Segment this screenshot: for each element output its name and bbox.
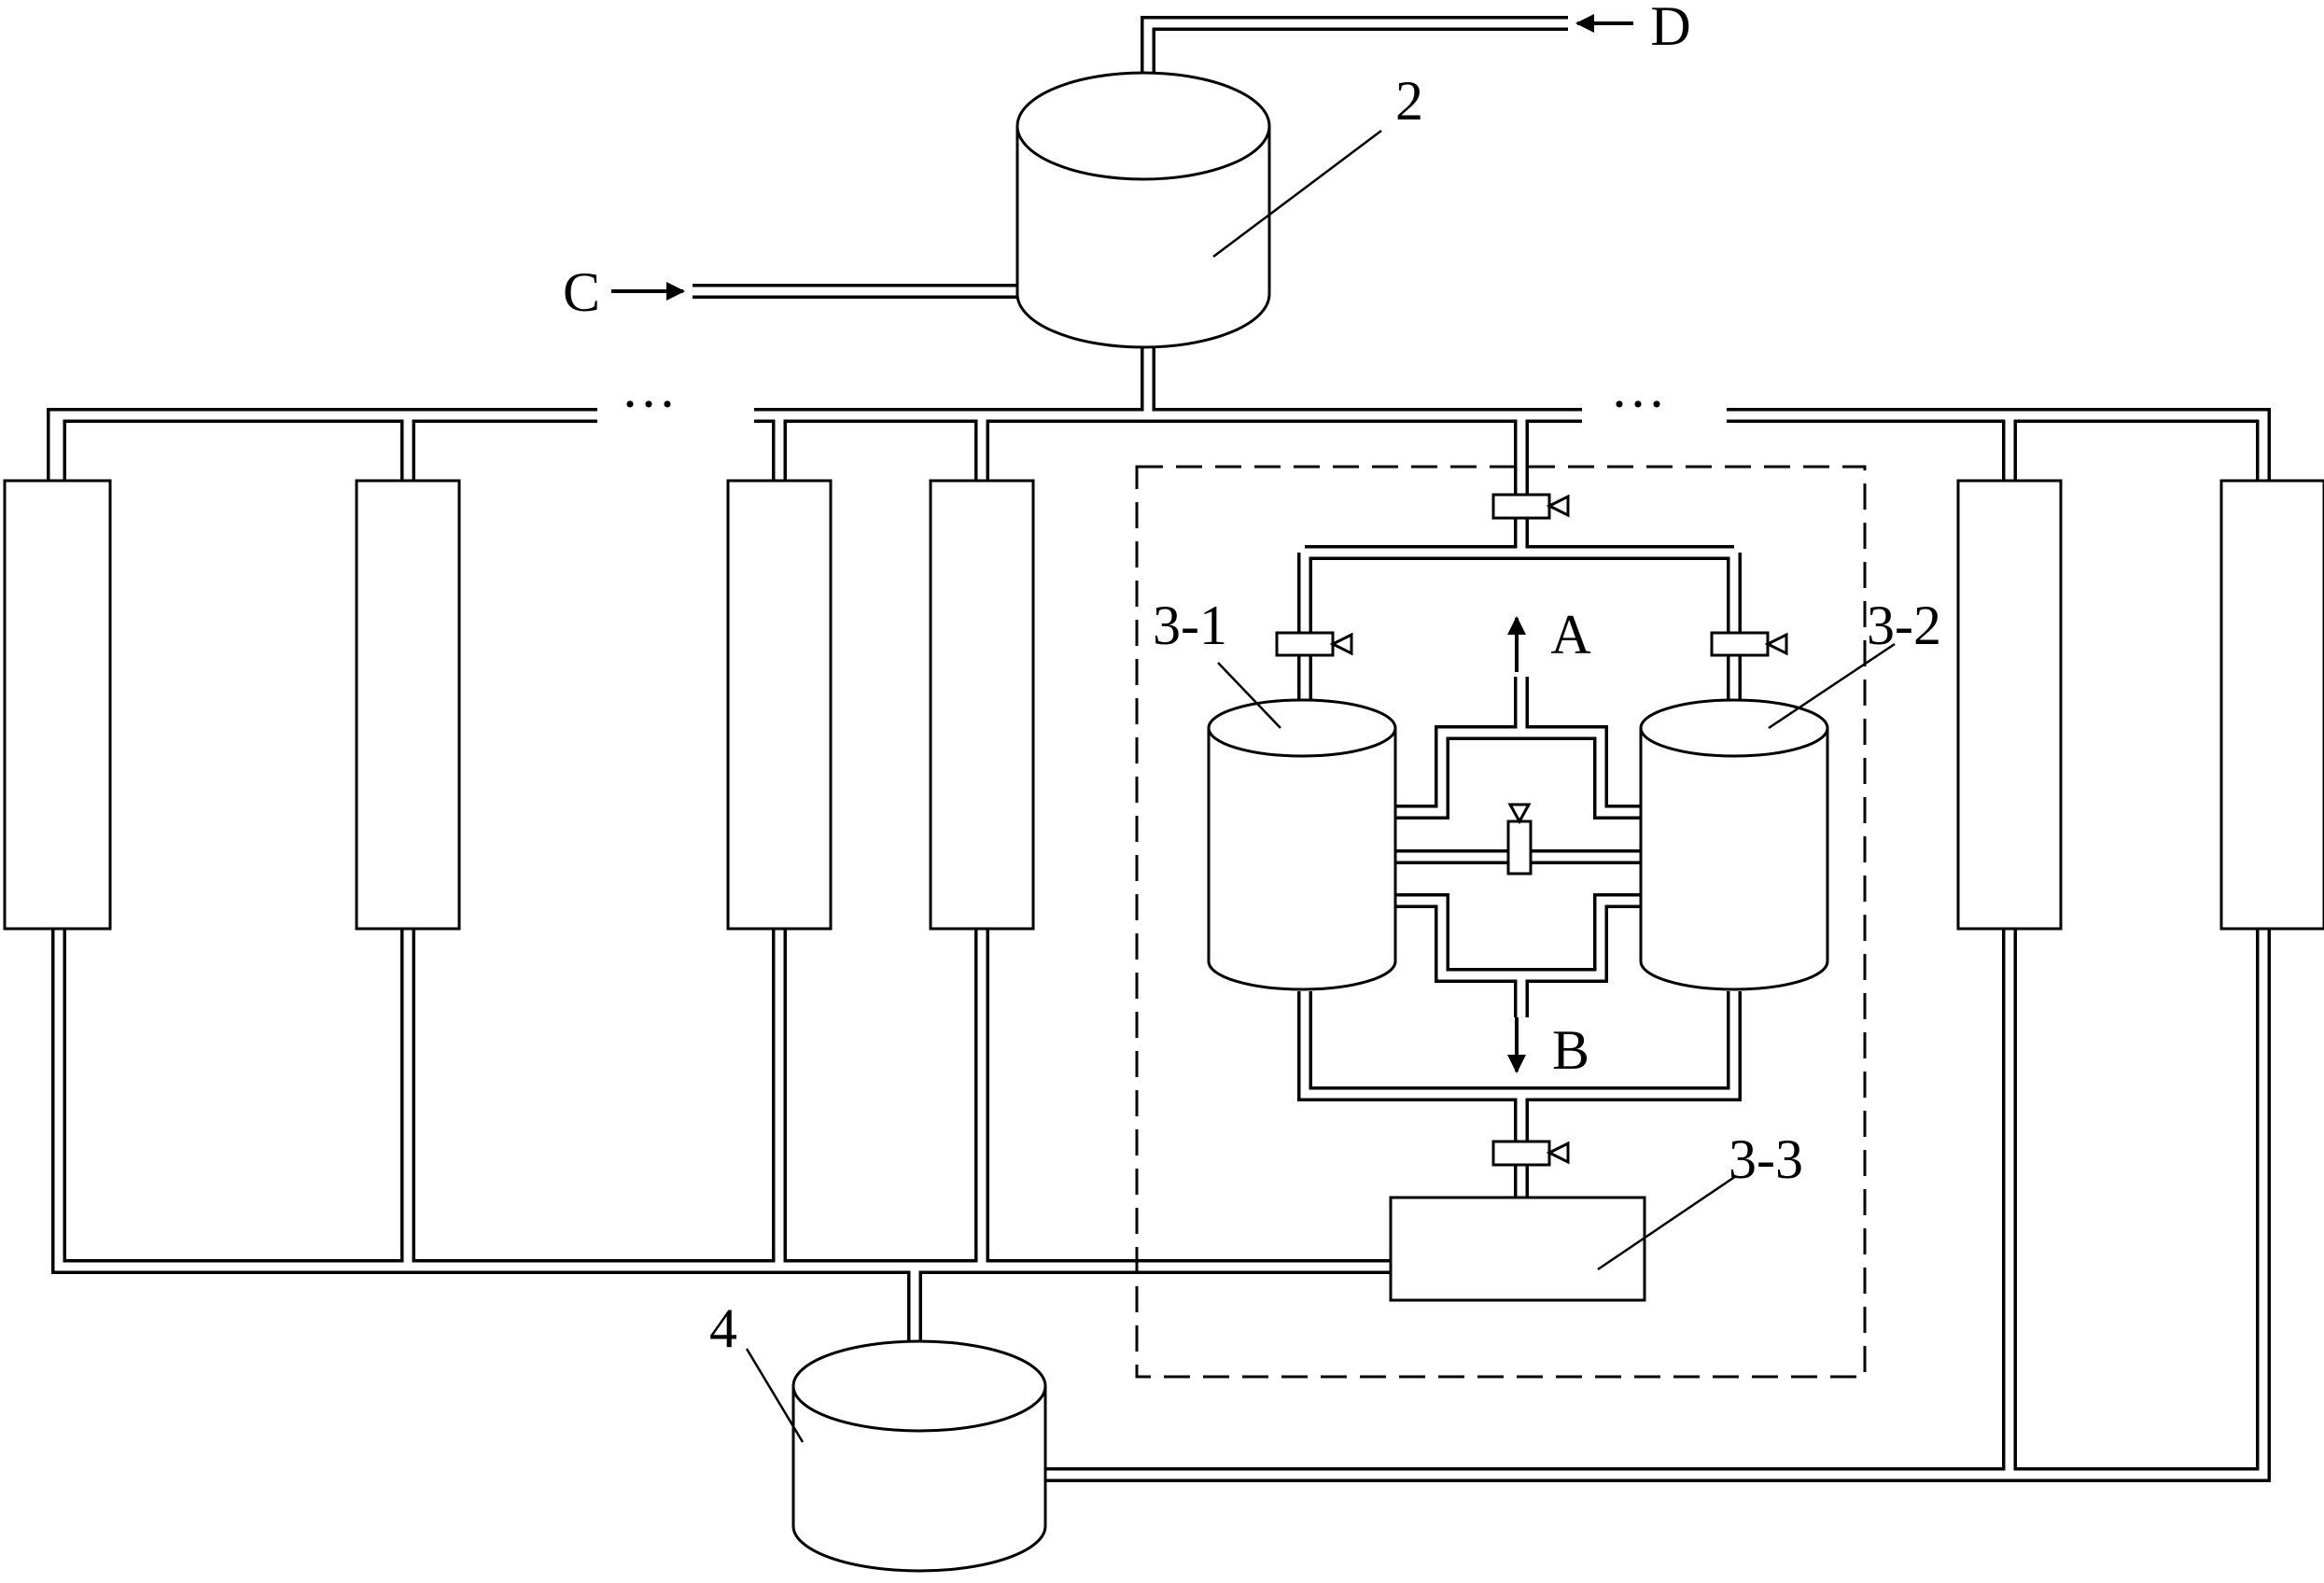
label-lower-box: 3-3 xyxy=(1729,1128,1803,1190)
pipe-outline xyxy=(1045,929,2271,1482)
pipe-network xyxy=(47,16,2271,1482)
label-stream-c: C xyxy=(563,261,600,323)
pipe-outline xyxy=(47,408,597,924)
column-unit-4 xyxy=(929,479,1035,931)
valves xyxy=(1275,493,1788,1167)
collection-tank xyxy=(791,1339,1047,1573)
pipe-bore xyxy=(49,411,597,924)
pipe-bore xyxy=(54,929,1391,1271)
leader-lines xyxy=(745,130,1896,1443)
column-unit-6 xyxy=(2219,479,2324,931)
pipe-bore xyxy=(1395,896,1641,980)
pipe-outline xyxy=(1727,408,2271,481)
vessel-right xyxy=(1639,698,1829,991)
label-collection-tank: 4 xyxy=(709,1297,737,1359)
column-units xyxy=(3,479,2324,931)
label-right-vessel: 3-2 xyxy=(1867,595,1941,656)
column-unit-5 xyxy=(1956,479,2063,931)
pipe-bore xyxy=(1395,728,1641,817)
valve-bottom xyxy=(1491,1140,1570,1167)
pipe-outline xyxy=(51,929,1391,1274)
vessel-left xyxy=(1207,698,1397,991)
valve-middle xyxy=(1506,803,1533,876)
column-unit-1 xyxy=(3,479,112,931)
pipe-bore xyxy=(1727,411,2268,481)
label-left-vessel: 3-1 xyxy=(1153,595,1227,656)
label-stream-b: B xyxy=(1552,1019,1589,1081)
label-stream-d: D xyxy=(1650,0,1690,57)
leader-3-1 xyxy=(1217,662,1281,729)
adsorption-module-boundary xyxy=(1135,465,1867,1379)
leader-4 xyxy=(745,1348,805,1443)
stream-arrows xyxy=(611,14,1633,1073)
column-unit-3 xyxy=(726,479,833,931)
valve-top xyxy=(1491,493,1570,520)
ellipsis-right: ··· xyxy=(1610,373,1666,435)
valve-left-vessel xyxy=(1275,631,1353,657)
label-stream-a: A xyxy=(1550,604,1590,665)
column-unit-2 xyxy=(355,479,461,931)
leader-2 xyxy=(1212,130,1382,258)
lower-unit-box xyxy=(1389,1196,1646,1302)
leader-3-2 xyxy=(1768,642,1896,730)
ellipsis-left: ··· xyxy=(621,373,677,435)
label-feed-tank: 2 xyxy=(1395,70,1423,132)
feed-tank xyxy=(1015,71,1271,349)
valve-right-vessel xyxy=(1710,631,1788,657)
pipe-bore xyxy=(1045,929,2268,1479)
leader-3-3 xyxy=(1597,1174,1737,1271)
